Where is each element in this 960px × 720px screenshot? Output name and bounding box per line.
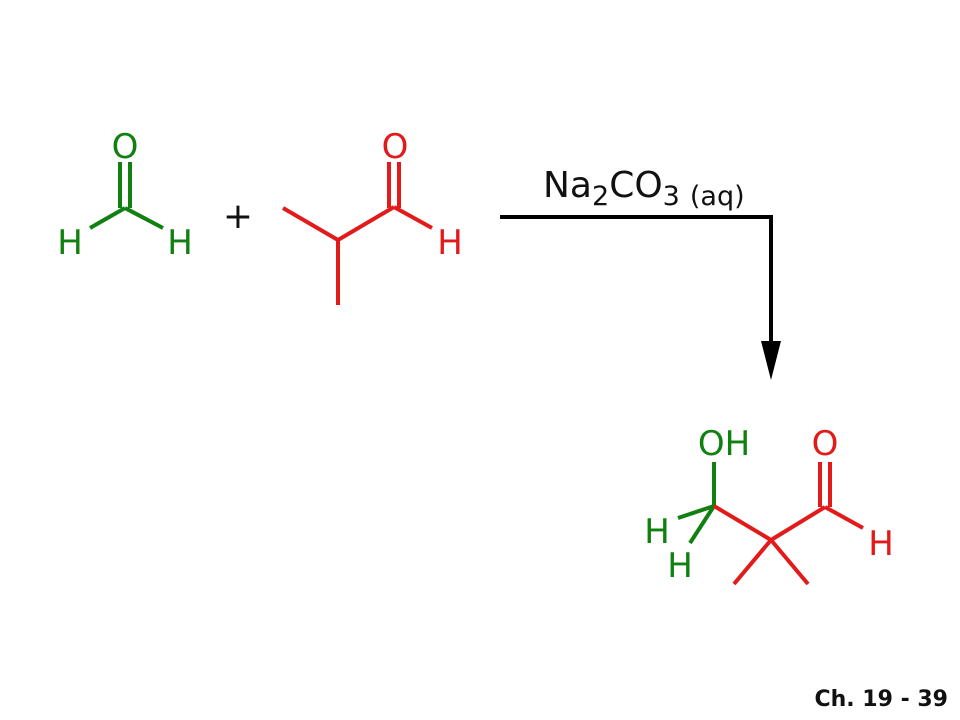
chain-bond-right [769, 505, 827, 542]
formaldehyde-molecule: O H H [57, 127, 193, 263]
product-oxygen-label: O [812, 424, 839, 464]
plus-sign: + [223, 196, 253, 237]
slide-number: Ch. 19 - 39 [814, 687, 948, 712]
arrow-head [761, 341, 781, 380]
chain-bond [336, 205, 396, 242]
reagent-carbonate: CO [609, 165, 662, 206]
product-hydroxymethyl-group: OH H H [644, 424, 750, 586]
methyl-bond-right [769, 538, 810, 586]
methyl-bond-left [281, 206, 340, 242]
aldehyde-ch-bond [824, 505, 864, 530]
chain-bond-left [712, 504, 773, 542]
ch-bond-upper [677, 504, 715, 520]
reagent-label: Na2CO3 (aq) [543, 165, 745, 212]
formaldehyde-hydrogen-left-label: H [57, 223, 83, 263]
formaldehyde-hydrogen-right-label: H [167, 223, 193, 263]
reagent-subscript-2: 2 [592, 181, 609, 212]
reagent-subscript-3: 3 [663, 181, 680, 212]
formaldehyde-oxygen-label: O [112, 127, 139, 167]
product-aldehyde-hydrogen-label: H [868, 524, 894, 564]
ch-bond-right [124, 206, 164, 230]
product-hydrogen-2-label: H [667, 546, 693, 586]
product-molecule: OH H H O H [644, 424, 894, 586]
isobutyraldehyde-hydrogen-label: H [437, 223, 463, 263]
product-hydrogen-1-label: H [644, 512, 670, 552]
methyl-bond-left [732, 538, 773, 586]
ch-bond-lower [688, 504, 716, 545]
reagent-sodium: Na [543, 165, 592, 206]
ch-bond-left [89, 206, 126, 230]
product-aldehyde-group: O H [712, 424, 894, 586]
isobutyraldehyde-molecule: O H [281, 127, 463, 305]
product-hydroxyl-label: OH [698, 424, 750, 464]
reaction-arrow [500, 215, 781, 380]
arrow-shaft [500, 215, 773, 350]
aldehyde-ch-bond [393, 205, 433, 230]
isobutyraldehyde-oxygen-label: O [382, 127, 409, 167]
reagent-phase: (aq) [690, 181, 745, 212]
